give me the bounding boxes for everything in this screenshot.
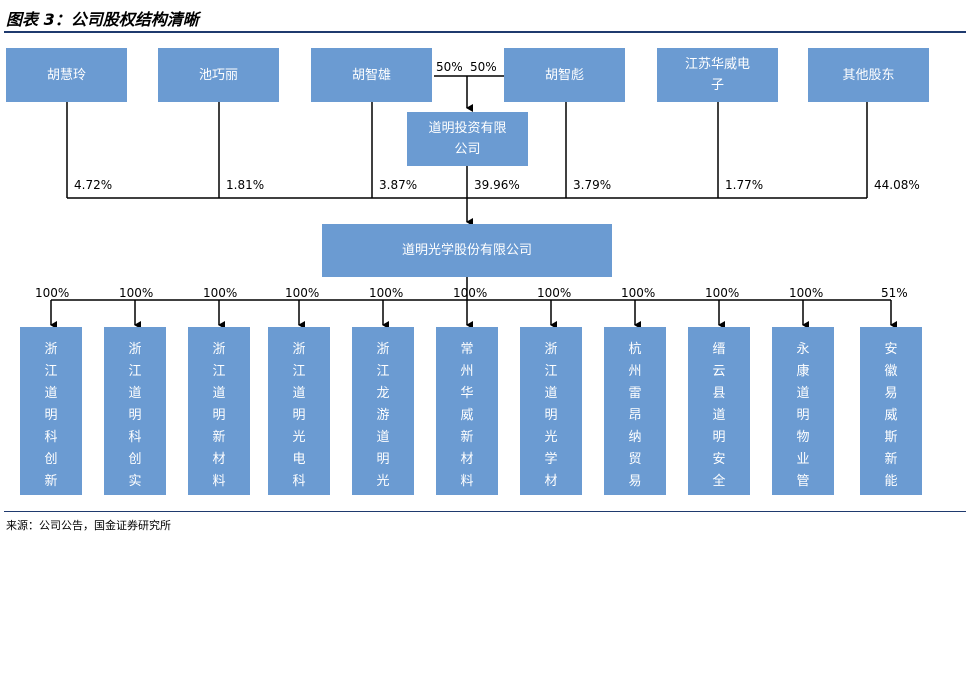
daoming-split-label: 50%	[436, 60, 463, 74]
connector-lines	[50, 75, 897, 329]
holding-pct-label: 44.08%	[874, 178, 920, 192]
footer-rule	[4, 511, 966, 512]
subsidiary-pct-label: 100%	[203, 286, 238, 300]
subsidiary-pct-label: 100%	[789, 286, 824, 300]
subsidiary-box: 安徽易威斯新能源科技股份有限公司	[860, 327, 922, 687]
subsidiary-box: 浙江龙游道明光学有限公司	[352, 327, 414, 599]
subsidiary-pct-label: 51%	[881, 286, 908, 300]
holding-pct-label: 4.72%	[74, 178, 113, 192]
subsidiary-name: 缙云县道明安全防护用品有限公司	[712, 342, 726, 665]
source-note: 来源：公司公告，国金证券研究所	[6, 519, 171, 532]
holder-box: 胡智雄	[311, 48, 432, 102]
subsidiary-name: 浙江道明光学材料销售有限公司	[544, 342, 558, 643]
subsidiary-pct-label: 100%	[705, 286, 740, 300]
holding-pct-label: 3.87%	[379, 178, 418, 192]
subsidiary-box: 杭州雷昂纳贸易有限公司	[604, 327, 666, 577]
holding-pct-label: 39.96%	[474, 178, 520, 192]
subsidiary-name: 浙江道明光电科技有限公司	[292, 342, 306, 599]
subsidiary-pct-label: 100%	[453, 286, 488, 300]
holder-box: 胡慧玲	[6, 48, 127, 102]
subsidiary-pct-label: 100%	[119, 286, 154, 300]
holder-box: 胡智彪	[504, 48, 625, 102]
holder-box: 池巧丽	[158, 48, 279, 102]
holding-pct-label: 1.77%	[725, 178, 764, 192]
subsidiary-box: 浙江道明科创新材料有限公司	[20, 327, 82, 621]
subsidiary-pct-label: 100%	[621, 286, 656, 300]
subsidiary-pct-label: 100%	[35, 286, 70, 300]
subsidiary-name: 浙江龙游道明光学有限公司	[376, 342, 390, 599]
subsidiary-box: 浙江道明光电科技有限公司	[268, 327, 330, 599]
figure-title: 图表 3：公司股权结构清晰	[6, 10, 199, 29]
holder-box: 江苏华威电子	[657, 48, 778, 102]
subsidiary-name: 常州华威新材料有限公司	[460, 342, 474, 577]
holding-pct-label: 1.81%	[226, 178, 265, 192]
subsidiary-box: 浙江道明科创实业有限公司	[104, 327, 166, 599]
subsidiary-box: 缙云县道明安全防护用品有限公司	[688, 327, 750, 665]
subsidiary-pct-label: 100%	[537, 286, 572, 300]
subsidiary-box: 常州华威新材料有限公司	[436, 327, 498, 577]
subsidiary-box: 永康道明物业管理有限公司	[772, 327, 834, 599]
subsidiary-box: 浙江道明新材料有限公司	[188, 327, 250, 577]
subsidiary-name: 浙江道明科创新材料有限公司	[44, 342, 58, 621]
subsidiary-box: 浙江道明光学材料销售有限公司	[520, 327, 582, 643]
title-rule	[4, 31, 966, 33]
subsidiary-name: 永康道明物业管理有限公司	[796, 342, 810, 599]
daoming-investment-box: 道明投资有限公司	[407, 112, 528, 166]
parent-company-box: 道明光学股份有限公司	[322, 224, 612, 277]
holding-pct-label: 3.79%	[573, 178, 612, 192]
holder-box: 其他股东	[808, 48, 929, 102]
subsidiary-name: 杭州雷昂纳贸易有限公司	[628, 342, 642, 577]
subsidiary-name: 安徽易威斯新能源科技股份有限公司	[884, 342, 898, 687]
subsidiary-name: 浙江道明新材料有限公司	[212, 342, 226, 577]
subsidiary-name: 浙江道明科创实业有限公司	[128, 342, 142, 599]
subsidiary-pct-label: 100%	[285, 286, 320, 300]
daoming-split-label: 50%	[470, 60, 497, 74]
subsidiary-pct-label: 100%	[369, 286, 404, 300]
